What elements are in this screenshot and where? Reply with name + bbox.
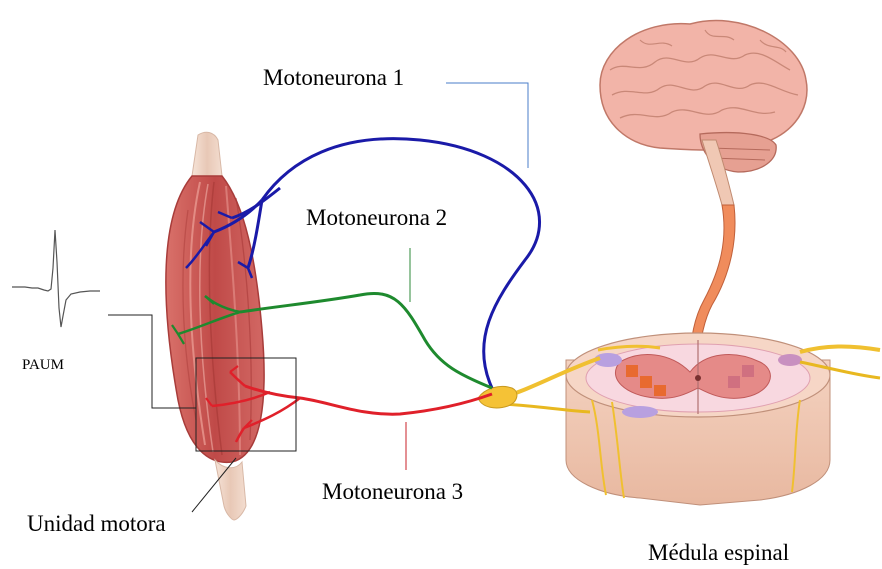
label-unidad-motora: Unidad motora <box>27 512 166 535</box>
label-motoneurona-2: Motoneurona 2 <box>306 206 447 229</box>
leader-line-motoneurona-1 <box>446 83 528 168</box>
muscle-icon <box>166 132 264 520</box>
label-medula-espinal: Médula espinal <box>648 541 789 564</box>
spinal-cord-icon <box>566 333 830 505</box>
label-paum: PAUM <box>22 358 64 373</box>
waveform-icon <box>12 230 100 327</box>
label-motoneurona-1: Motoneurona 1 <box>263 66 404 89</box>
label-motoneurona-3: Motoneurona 3 <box>322 480 463 503</box>
brain-icon <box>600 21 807 205</box>
